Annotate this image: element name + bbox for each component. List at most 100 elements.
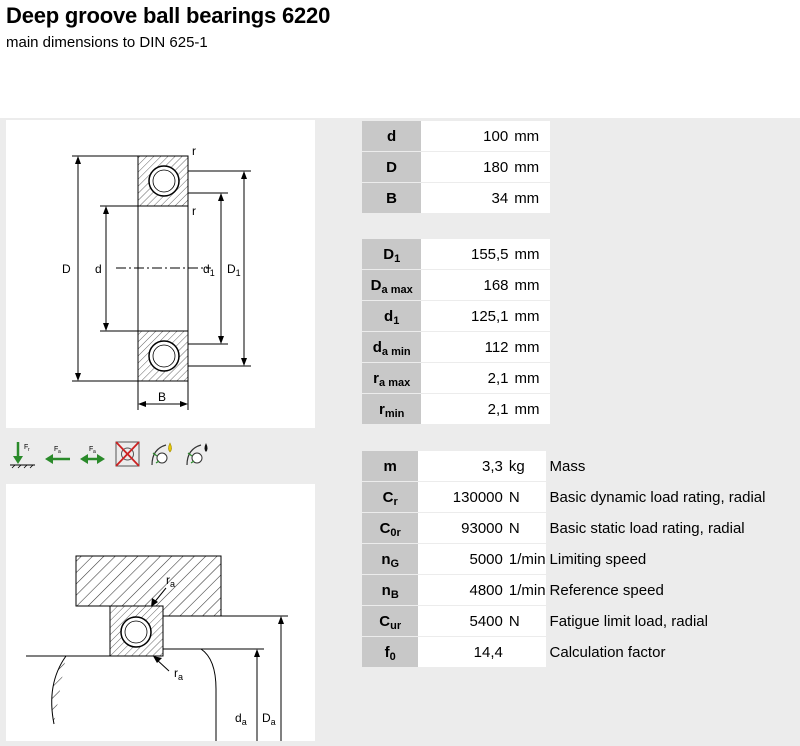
symbol-cell: rmin <box>362 394 422 424</box>
ratings-table: m 3,3 kg Mass Cr 130000 N Basic dynamic … <box>362 450 800 668</box>
main-dimensions-table: d 100 mm D 180 mm B 34 mm <box>362 120 800 214</box>
value-cell: 2,1 <box>421 394 515 424</box>
table-row: D 180 mm <box>362 152 800 182</box>
table-row: Cr 130000 N Basic dynamic load rating, r… <box>362 482 800 512</box>
value-cell: 5400 <box>418 606 509 636</box>
label-D1: D1 <box>227 262 241 278</box>
unit-cell: mm <box>514 332 551 362</box>
unit-cell: mm <box>514 239 551 269</box>
symbol-cell: d <box>362 121 422 151</box>
symbol-cell: nG <box>362 544 419 574</box>
unit-cell: N <box>508 513 546 543</box>
grease-lubrication-icon <box>186 443 208 466</box>
label-r-mid: r <box>192 204 196 218</box>
unit-cell: mm <box>514 270 551 300</box>
page-title: Deep groove ball bearings 6220 <box>6 3 331 28</box>
value-cell: 4800 <box>418 575 509 605</box>
symbol-cell: C0r <box>362 513 419 543</box>
svg-text:F: F <box>24 444 28 451</box>
value-cell: 130000 <box>418 482 509 512</box>
unit-cell: N <box>508 482 546 512</box>
unit-cell: mm <box>514 301 551 331</box>
value-cell: 14,4 <box>418 637 509 667</box>
table-row: d 100 mm <box>362 121 800 151</box>
value-cell: 2,1 <box>421 363 515 393</box>
table-row: D1 155,5 mm <box>362 239 800 269</box>
table-row: rmin 2,1 mm <box>362 394 800 424</box>
value-cell: 155,5 <box>421 239 515 269</box>
label-Da: Da <box>262 711 276 727</box>
label-ra-bottom: ra <box>174 666 183 682</box>
svg-text:r: r <box>28 447 30 453</box>
table-row: da min 112 mm <box>362 332 800 362</box>
symbol-cell: f0 <box>362 637 419 667</box>
value-cell: 3,3 <box>418 451 509 481</box>
description-cell: Mass <box>545 451 800 481</box>
svg-text:a: a <box>93 449 96 455</box>
unit-cell: kg <box>508 451 546 481</box>
unit-cell: 1/min <box>508 575 546 605</box>
symbol-cell: B <box>362 183 422 213</box>
unit-cell: mm <box>514 183 550 213</box>
svg-text:a: a <box>58 449 61 455</box>
mounting-dimensions-table: D1 155,5 mm Da max 168 mm d1 125,1 mm da… <box>362 238 800 425</box>
symbol-cell: nB <box>362 575 419 605</box>
label-ra-top: ra <box>166 573 175 589</box>
label-da: da <box>235 711 247 727</box>
svg-text:F: F <box>89 446 93 453</box>
ball-top <box>148 165 180 197</box>
value-cell: 168 <box>421 270 515 300</box>
value-cell: 5000 <box>418 544 509 574</box>
table-row: f0 14,4 Calculation factor <box>362 637 800 667</box>
page-header: Deep groove ball bearings 6220 main dime… <box>0 0 800 118</box>
label-d1: d1 <box>203 262 215 278</box>
value-cell: 93000 <box>418 513 509 543</box>
unit-cell <box>508 637 546 667</box>
symbol-cell: m <box>362 451 419 481</box>
unit-cell: 1/min <box>508 544 546 574</box>
not-suitable-icon <box>115 441 140 467</box>
description-cell: Basic dynamic load rating, radial <box>545 482 800 512</box>
table-row: nG 5000 1/min Limiting speed <box>362 544 800 574</box>
bearing-dimension-drawing: r r D d d1 D1 B <box>6 120 315 428</box>
value-cell: 100 <box>421 121 515 151</box>
description-cell: Reference speed <box>545 575 800 605</box>
value-cell: 112 <box>421 332 515 362</box>
symbol-cell: Da max <box>362 270 422 300</box>
table-row: B 34 mm <box>362 183 800 213</box>
table-row: ra max 2,1 mm <box>362 363 800 393</box>
value-cell: 125,1 <box>421 301 515 331</box>
oil-lubrication-icon <box>151 442 172 466</box>
table-row: Cur 5400 N Fatigue limit load, radial <box>362 606 800 636</box>
description-cell: Fatigue limit load, radial <box>545 606 800 636</box>
ball-bottom <box>148 340 180 372</box>
symbol-cell: Cur <box>362 606 419 636</box>
value-cell: 180 <box>421 152 515 182</box>
table-row: d1 125,1 mm <box>362 301 800 331</box>
description-cell: Limiting speed <box>545 544 800 574</box>
unit-cell: mm <box>514 121 550 151</box>
label-D: D <box>62 262 71 276</box>
table-row: nB 4800 1/min Reference speed <box>362 575 800 605</box>
symbol-cell: D1 <box>362 239 422 269</box>
symbol-cell: ra max <box>362 363 422 393</box>
svg-text:F: F <box>54 446 58 453</box>
mounting-dimension-drawing: ra ra da Da <box>6 484 315 741</box>
unit-cell: mm <box>514 152 550 182</box>
value-cell: 34 <box>421 183 515 213</box>
symbol-cell: d1 <box>362 301 422 331</box>
label-d: d <box>95 262 102 276</box>
symbol-cell: da min <box>362 332 422 362</box>
page-subtitle: main dimensions to DIN 625-1 <box>6 34 208 51</box>
label-r-top: r <box>192 144 196 158</box>
table-row: m 3,3 kg Mass <box>362 451 800 481</box>
description-cell: Basic static load rating, radial <box>545 513 800 543</box>
unit-cell: N <box>508 606 546 636</box>
unit-cell: mm <box>514 363 551 393</box>
table-row: Da max 168 mm <box>362 270 800 300</box>
symbol-cell: Cr <box>362 482 419 512</box>
